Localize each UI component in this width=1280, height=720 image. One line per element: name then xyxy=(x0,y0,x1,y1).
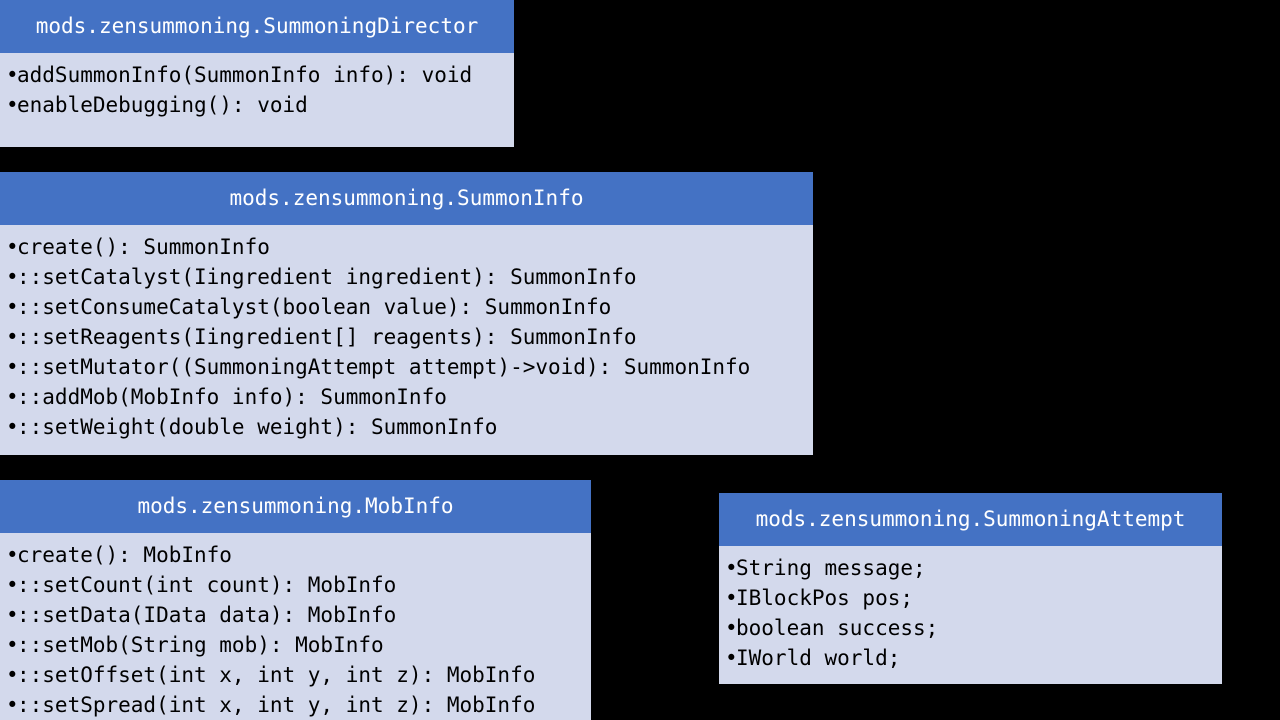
uml-member-label: ::setWeight(double weight): SummonInfo xyxy=(17,415,498,439)
uml-member-label: enableDebugging(): void xyxy=(17,93,308,117)
uml-class-title-summoningdirector: mods.zensummoning.SummoningDirector xyxy=(0,0,514,53)
uml-class-summoningdirector[interactable]: mods.zensummoning.SummoningDirector •add… xyxy=(0,0,514,147)
bullet-icon: • xyxy=(6,693,19,717)
uml-member-label: String message; xyxy=(736,556,926,580)
uml-member: •::setWeight(double weight): SummonInfo xyxy=(0,412,813,442)
bullet-icon: • xyxy=(6,295,19,319)
uml-member: •::setConsumeCatalyst(boolean value): Su… xyxy=(0,292,813,322)
bullet-icon: • xyxy=(6,325,19,349)
bullet-icon: • xyxy=(725,556,738,580)
uml-member-list-summoningattempt: •String message; •IBlockPos pos; •boolea… xyxy=(719,546,1222,673)
uml-member: •IBlockPos pos; xyxy=(719,583,1222,613)
uml-member-label: ::setCount(int count): MobInfo xyxy=(17,573,397,597)
bullet-icon: • xyxy=(6,63,19,87)
uml-member: •addSummonInfo(SummonInfo info): void xyxy=(0,60,514,90)
uml-member-label: boolean success; xyxy=(736,616,939,640)
uml-member-label: ::setCatalyst(Iingredient ingredient): S… xyxy=(17,265,637,289)
bullet-icon: • xyxy=(6,573,19,597)
uml-class-title-summoningattempt: mods.zensummoning.SummoningAttempt xyxy=(719,493,1222,546)
bullet-icon: • xyxy=(6,415,19,439)
uml-class-title-summoninfo: mods.zensummoning.SummonInfo xyxy=(0,172,813,225)
uml-member: •::setMutator((SummoningAttempt attempt)… xyxy=(0,352,813,382)
uml-class-summoningattempt[interactable]: mods.zensummoning.SummoningAttempt •Stri… xyxy=(719,493,1222,684)
uml-member-list-mobinfo: •create(): MobInfo •::setCount(int count… xyxy=(0,533,591,720)
uml-member: •::setMob(String mob): MobInfo xyxy=(0,630,591,660)
bullet-icon: • xyxy=(725,586,738,610)
bullet-icon: • xyxy=(6,265,19,289)
uml-member-label: ::setSpread(int x, int y, int z): MobInf… xyxy=(17,693,536,717)
bullet-icon: • xyxy=(6,543,19,567)
uml-member-label: create(): MobInfo xyxy=(17,543,232,567)
uml-member-label: ::addMob(MobInfo info): SummonInfo xyxy=(17,385,447,409)
uml-member: •::setSpread(int x, int y, int z): MobIn… xyxy=(0,690,591,720)
bullet-icon: • xyxy=(6,663,19,687)
uml-member-label: IWorld world; xyxy=(736,646,901,670)
bullet-icon: • xyxy=(725,616,738,640)
uml-member: •::setReagents(Iingredient[] reagents): … xyxy=(0,322,813,352)
uml-member: •::setCount(int count): MobInfo xyxy=(0,570,591,600)
uml-class-title-mobinfo: mods.zensummoning.MobInfo xyxy=(0,480,591,533)
uml-member-label: create(): SummonInfo xyxy=(17,235,270,259)
uml-member: •String message; xyxy=(719,553,1222,583)
bullet-icon: • xyxy=(6,235,19,259)
uml-member-label: IBlockPos pos; xyxy=(736,586,914,610)
uml-member: •::addMob(MobInfo info): SummonInfo xyxy=(0,382,813,412)
uml-member-label: ::setData(IData data): MobInfo xyxy=(17,603,397,627)
uml-member-label: ::setConsumeCatalyst(boolean value): Sum… xyxy=(17,295,612,319)
uml-member: •boolean success; xyxy=(719,613,1222,643)
bullet-icon: • xyxy=(6,603,19,627)
bullet-icon: • xyxy=(725,646,738,670)
bullet-icon: • xyxy=(6,385,19,409)
bullet-icon: • xyxy=(6,93,19,117)
uml-member: •create(): MobInfo xyxy=(0,540,591,570)
uml-member-list-summoningdirector: •addSummonInfo(SummonInfo info): void •e… xyxy=(0,53,514,120)
uml-member: •IWorld world; xyxy=(719,643,1222,673)
uml-member-label: ::setReagents(Iingredient[] reagents): S… xyxy=(17,325,637,349)
uml-member-label: addSummonInfo(SummonInfo info): void xyxy=(17,63,473,87)
uml-member: •enableDebugging(): void xyxy=(0,90,514,120)
uml-member-label: ::setOffset(int x, int y, int z): MobInf… xyxy=(17,663,536,687)
uml-member-list-summoninfo: •create(): SummonInfo •::setCatalyst(Iin… xyxy=(0,225,813,442)
uml-member-label: ::setMutator((SummoningAttempt attempt)-… xyxy=(17,355,751,379)
uml-member: •::setOffset(int x, int y, int z): MobIn… xyxy=(0,660,591,690)
uml-member-label: ::setMob(String mob): MobInfo xyxy=(17,633,384,657)
uml-member: •::setData(IData data): MobInfo xyxy=(0,600,591,630)
uml-member: •::setCatalyst(Iingredient ingredient): … xyxy=(0,262,813,292)
uml-class-summoninfo[interactable]: mods.zensummoning.SummonInfo •create(): … xyxy=(0,172,813,455)
bullet-icon: • xyxy=(6,633,19,657)
bullet-icon: • xyxy=(6,355,19,379)
uml-member: •create(): SummonInfo xyxy=(0,232,813,262)
uml-class-mobinfo[interactable]: mods.zensummoning.MobInfo •create(): Mob… xyxy=(0,480,591,720)
